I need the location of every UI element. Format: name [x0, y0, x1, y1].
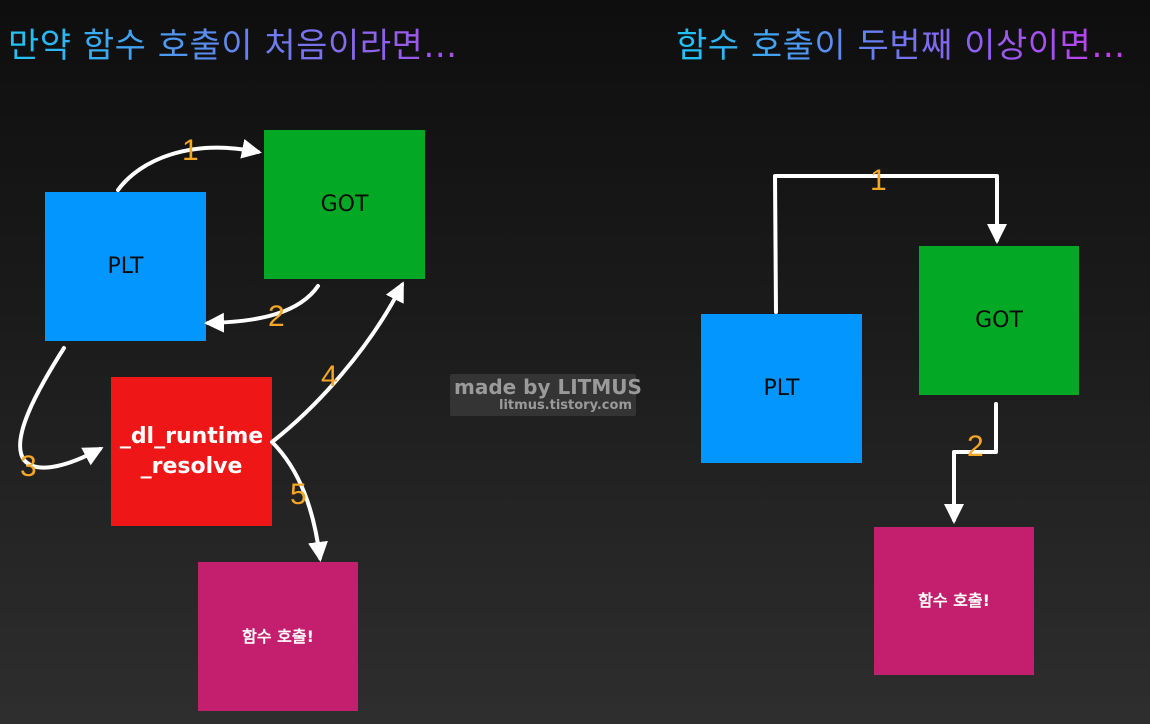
arrow-step-1-left [116, 138, 262, 192]
step-number-2-left: 2 [268, 300, 285, 333]
right-call-box: 함수 호출! [874, 527, 1034, 675]
title-subsequent-call: 함수 호출이 두번째 이상이면… [676, 18, 1126, 67]
arrow-step-4-left [270, 281, 404, 444]
arrow-step-1-right [773, 174, 1007, 314]
right-got-box: GOT [919, 246, 1079, 395]
right-call-label: 함수 호출! [918, 591, 990, 611]
right-plt-label: PLT [763, 375, 800, 401]
resolver-label-line2: _resolve [140, 453, 243, 479]
left-plt-label: PLT [107, 253, 144, 279]
left-got-box: GOT [264, 130, 425, 279]
arrow-step-2-right [944, 402, 998, 524]
step-number-3-left: 3 [20, 450, 37, 483]
step-number-1-left: 1 [182, 134, 199, 167]
watermark-title: made by LITMUS [454, 375, 642, 399]
title-first-call: 만약 함수 호출이 처음이라면… [8, 18, 458, 67]
arrow-step-3-left [18, 346, 104, 470]
left-call-box: 함수 호출! [198, 562, 358, 711]
resolver-label-line1: _dl_runtime [119, 423, 264, 449]
left-got-label: GOT [320, 191, 369, 217]
step-number-1-right: 1 [870, 164, 887, 197]
step-number-5-left: 5 [290, 478, 307, 511]
left-plt-box: PLT [45, 192, 206, 341]
watermark-url: litmus.tistory.com [499, 398, 632, 413]
step-number-4-left: 4 [321, 360, 338, 393]
resolver-box: _dl_runtime _resolve [111, 377, 272, 526]
arrow-step-5-left [270, 440, 328, 562]
right-plt-box: PLT [701, 314, 862, 463]
step-number-2-right: 2 [967, 430, 984, 463]
watermark: made by LITMUS litmus.tistory.com [450, 374, 642, 416]
right-got-label: GOT [975, 307, 1023, 333]
arrow-step-2-left [204, 284, 320, 333]
left-call-label: 함수 호출! [242, 626, 314, 646]
